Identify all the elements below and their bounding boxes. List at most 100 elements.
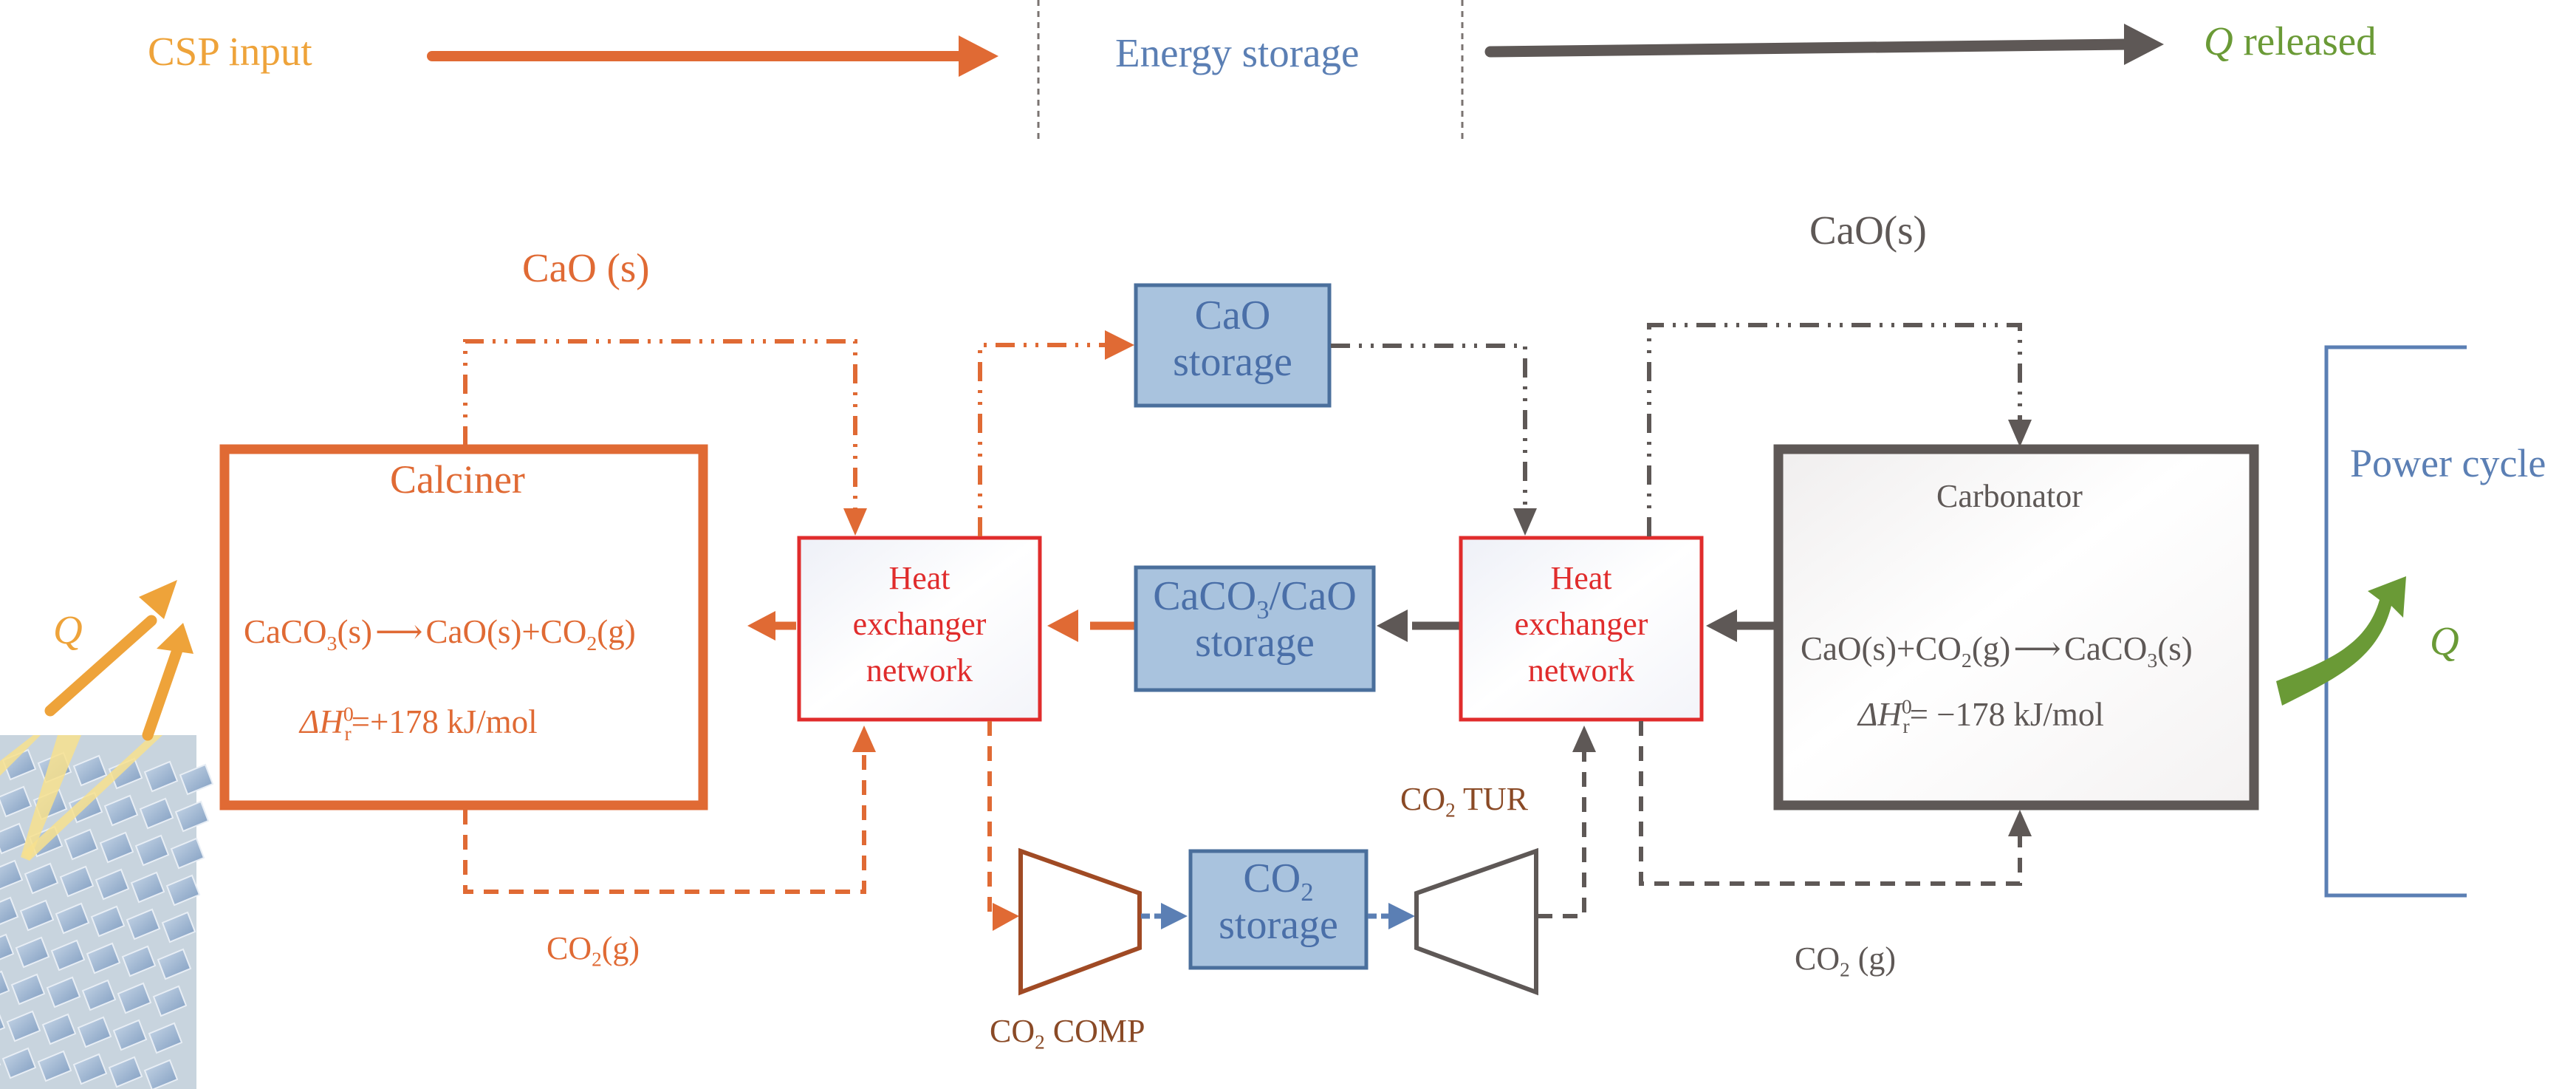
solar-panel [81,979,117,1011]
hx-to-calciner-arrowhead [747,611,775,641]
calciner-reaction: CaCO3(s)⟶CaO(s)+CO2(g) [244,613,636,655]
line: exchanger [852,606,987,643]
csp-input-arrow-head [959,35,998,77]
comp-text: COMP [1044,1013,1145,1049]
solar-panel [50,939,86,972]
power-cycle-bracket[interactable] [2324,345,2467,898]
solar-panel [1,1047,37,1079]
solar-panel [121,945,157,977]
solar-panel [134,834,170,867]
line: CaCO3/CaO [1131,573,1378,623]
heat-exchanger-left-box[interactable] [797,536,1042,722]
co2-text: CO [1243,856,1301,901]
solar-panel [112,1019,148,1051]
q-released-curved-arrow [2276,576,2406,706]
compressor-inlet-arrowhead [993,903,1019,931]
delta-h: ΔH [1858,696,1902,733]
solar-panel [0,970,10,996]
solar-panel [15,936,50,969]
co2-compressor-shape[interactable] [1018,847,1142,996]
solar-panel [59,865,95,898]
solar-panel [46,976,81,1008]
line: storage [1219,901,1338,948]
cao-storage-box[interactable] [1134,283,1332,408]
line: exchanger [1514,606,1648,643]
subscript: 3 [1256,595,1270,625]
solar-panel [90,905,126,938]
calciner-box[interactable] [219,444,708,810]
state: (g) [1971,630,2011,667]
heat-exchanger-right-box[interactable] [1459,536,1704,722]
co2-storage-box[interactable] [1188,849,1368,970]
solar-panel [77,1016,112,1048]
solar-panel [95,868,130,901]
co2-flow-turbine-to-hx [1538,752,1586,918]
solar-panel [0,933,15,960]
solar-panel [72,754,108,787]
cao-flow-hx-to-storage [978,343,1108,536]
solar-q-arrow-2-shaft [142,644,183,741]
sun-ray [22,735,162,861]
subscript: 3 [2147,649,2158,672]
header-flow [427,0,2164,140]
line: network [1527,652,1635,689]
solar-panel [126,908,161,940]
solar-panel [41,1013,77,1045]
hx-right-top-arrowhead [1513,508,1537,536]
solar-panel [24,862,59,895]
enthalpy-value: = −178 kJ/mol [1909,696,2104,733]
reaction-arrow-icon: ⟶ [374,613,423,650]
solar-panel [130,871,165,904]
state: (s) [2157,630,2193,667]
power-cycle-q-label: Q [2430,621,2459,661]
line: Heat [1550,560,1612,596]
caco3-cao-storage-box[interactable] [1134,565,1376,692]
co2-text: CO [1795,940,1840,977]
co2-flow-calciner-to-hx [463,752,866,894]
q-symbol: Q [2430,618,2459,663]
solar-q-arrow-1-shaft [44,615,157,717]
carbonator-enthalpy: ΔH0r= −178 kJ/mol [1858,695,2104,737]
reaction-arrow-icon: ⟶ [2013,630,2061,667]
caco3-text: CaCO [1153,573,1257,619]
line: storage [1195,619,1315,666]
cao-flow-calciner-to-hx [463,339,857,510]
co2-gas-label-left: CO2(g) [547,932,640,970]
product: CaCO [2063,630,2148,667]
carbonator-reaction: CaO(s)+CO2(g)⟶CaCO3(s) [1801,630,2193,672]
carbonator-box[interactable] [1773,444,2259,810]
carbonator-bottom-arrowhead [2008,810,2032,836]
cao-flow-arrowhead-hx-left [843,508,867,536]
q-symbol: Q [2204,18,2233,64]
solar-panel [143,760,179,793]
delta-h: ΔH [300,703,343,740]
sun-ray [21,735,81,861]
superscript: 0 [1901,695,1912,719]
solar-panel [117,982,152,1014]
co2-flow-hx-to-carbonator [1639,721,2022,886]
cao-solid-label-right: CaO(s) [1809,208,1927,253]
q-released-label: Q released [2204,21,2377,61]
subscript: 3 [326,632,338,655]
storage-to-hx-left-arrowhead [1047,610,1078,642]
solar-panel [55,902,90,935]
csp-input-label: CSP input [148,29,312,74]
line: Heat [888,560,950,596]
solar-panel [157,948,192,980]
cao-text: /CaO [1269,573,1357,619]
enthalpy-value: =+178 kJ/mol [351,703,538,740]
co2-subscript: 2 [1840,958,1850,981]
solar-panel [103,794,139,827]
compressor-to-storage-arrowhead [1161,903,1188,929]
carbonator-title: Carbonator [1936,478,2083,514]
q-release-arrow-shaft [1484,38,2133,58]
heat-exchanger-left-label: Heat exchanger network [799,556,1040,694]
storage-to-turbine-arrowhead [1388,903,1415,929]
solar-panel [64,828,99,861]
solar-panel [72,1053,108,1085]
co2-turbine-shape[interactable] [1414,847,1538,996]
products: CaO(s)+CO [425,613,587,650]
solar-panel [170,837,205,870]
subscript: 2 [1961,649,1972,672]
co2-subscript: 2 [592,948,602,971]
